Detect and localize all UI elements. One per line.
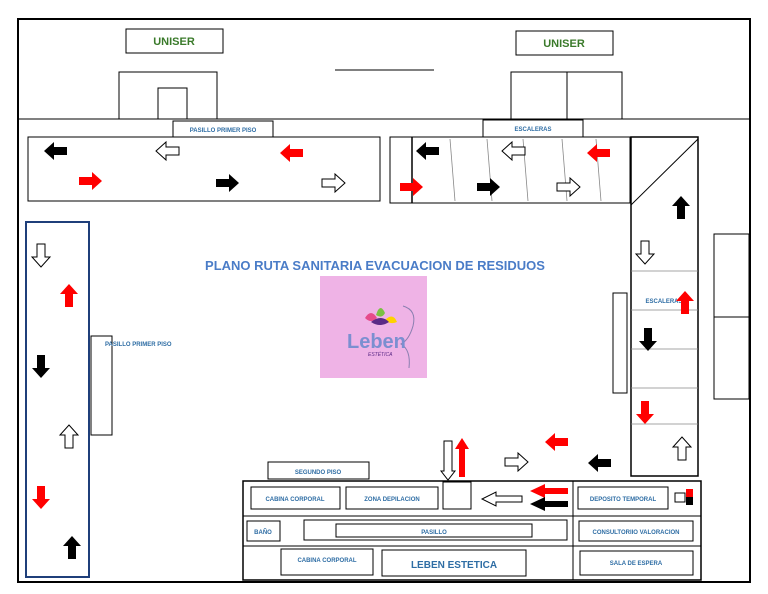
arrow-black-left bbox=[416, 142, 439, 160]
room-leben-estetica bbox=[381, 549, 527, 577]
arrow-red-up-long bbox=[455, 438, 469, 477]
segundo-piso-tag bbox=[267, 461, 370, 480]
arrow-red-left bbox=[545, 433, 568, 451]
arrow-red-left bbox=[587, 144, 610, 162]
arrow-black-up bbox=[672, 196, 690, 219]
flow-arrows bbox=[31, 141, 694, 559]
svg-text:BAÑO: BAÑO bbox=[254, 529, 272, 536]
pasillo-top-label: PASILLO PRIMER PISO bbox=[190, 128, 257, 134]
left-corridor bbox=[25, 221, 90, 578]
svg-text:DEPOSITO TEMPORAL: DEPOSITO TEMPORAL bbox=[590, 497, 657, 503]
arrow-red-down bbox=[32, 486, 50, 509]
arrow-black-left bbox=[588, 454, 611, 472]
uniser-left-box bbox=[125, 28, 224, 54]
logo-brand: Leben bbox=[347, 331, 406, 353]
svg-text:CABINA CORPORAL: CABINA CORPORAL bbox=[297, 558, 356, 564]
arrow-black-down bbox=[639, 328, 657, 351]
arrow-red-left bbox=[280, 144, 303, 162]
svg-text:CONSULTORIIO VALORACION: CONSULTORIIO VALORACION bbox=[593, 530, 680, 536]
lotus-icon bbox=[365, 313, 377, 321]
arrow-white-down bbox=[31, 243, 51, 268]
room-sala-espera bbox=[579, 550, 694, 576]
arrow-black-down bbox=[32, 355, 50, 378]
arrow-white-right bbox=[321, 173, 346, 193]
arrow-black-left-long bbox=[530, 497, 568, 511]
leben-logo: Leben ESTÉTICA bbox=[320, 276, 427, 378]
arrow-black-right bbox=[216, 174, 239, 192]
red-bin-icon bbox=[686, 489, 693, 497]
logo-subtitle: ESTÉTICA bbox=[368, 351, 393, 358]
arrow-white-right bbox=[504, 452, 529, 472]
left-corridor-wall bbox=[90, 335, 113, 436]
svg-text:SALA DE ESPERA: SALA DE ESPERA bbox=[610, 561, 663, 567]
uniser-left-label: UNISER bbox=[153, 36, 195, 48]
escaleras-right-label: ESCALERAS bbox=[645, 299, 682, 305]
svg-text:ZONA DEPILACION: ZONA DEPILACION bbox=[364, 497, 419, 503]
arrow-white-right bbox=[556, 177, 581, 197]
silhouette-icon bbox=[399, 305, 415, 369]
room-consultorio-valoracion bbox=[578, 520, 694, 542]
uniser-right-box bbox=[515, 30, 614, 56]
top-left-door bbox=[157, 87, 188, 120]
plan-title: PLANO RUTA SANITARIA EVACUACION DE RESID… bbox=[205, 258, 545, 273]
arrow-red-right bbox=[79, 172, 102, 190]
uniser-right-label: UNISER bbox=[543, 38, 585, 50]
room-small-closet bbox=[442, 481, 472, 510]
arrow-white-down bbox=[635, 240, 655, 265]
room-bano bbox=[246, 520, 281, 542]
right-stairs bbox=[630, 136, 699, 477]
logo-background bbox=[320, 276, 427, 378]
room-zona-depilacion bbox=[345, 486, 439, 510]
arrow-red-down bbox=[636, 401, 654, 424]
arrow-black-up bbox=[63, 536, 81, 559]
pasillo-left-label: PASILLO PRIMER PISO bbox=[105, 342, 172, 348]
pasillo-top-tag bbox=[172, 120, 274, 138]
arrow-white-up bbox=[672, 436, 692, 461]
arrow-black-right bbox=[477, 178, 500, 196]
center-pillar bbox=[612, 292, 628, 394]
arrow-white-up bbox=[59, 424, 79, 449]
escaleras-top-label: ESCALERAS bbox=[514, 127, 551, 133]
bin-icon bbox=[674, 492, 686, 503]
black-bin-icon bbox=[686, 497, 693, 505]
room-deposito-temporal bbox=[577, 486, 669, 510]
top-left-structure bbox=[118, 71, 218, 120]
top-corridor bbox=[27, 136, 381, 202]
lower-block bbox=[242, 480, 702, 581]
arrow-white-left bbox=[501, 141, 526, 161]
svg-text:PASILLO: PASILLO bbox=[421, 530, 447, 536]
arrow-red-left-long bbox=[530, 484, 568, 498]
svg-text:CABINA CORPORAL: CABINA CORPORAL bbox=[265, 497, 324, 503]
arrow-red-up bbox=[60, 284, 78, 307]
arrow-white-left bbox=[155, 141, 180, 161]
arrow-black-left bbox=[44, 142, 67, 160]
building-outline bbox=[17, 18, 751, 583]
escaleras-top-tag bbox=[482, 119, 584, 138]
segundo-piso-label: SEGUNDO PISO bbox=[295, 470, 342, 476]
room-cabina-corporal-2 bbox=[280, 548, 374, 576]
room-pasillo bbox=[335, 523, 533, 538]
arrow-white-left-long bbox=[480, 491, 523, 507]
arrow-white-down-long bbox=[439, 440, 457, 481]
room-cabina-corporal-1 bbox=[250, 486, 341, 510]
svg-text:LEBEN ESTETICA: LEBEN ESTETICA bbox=[411, 560, 497, 571]
